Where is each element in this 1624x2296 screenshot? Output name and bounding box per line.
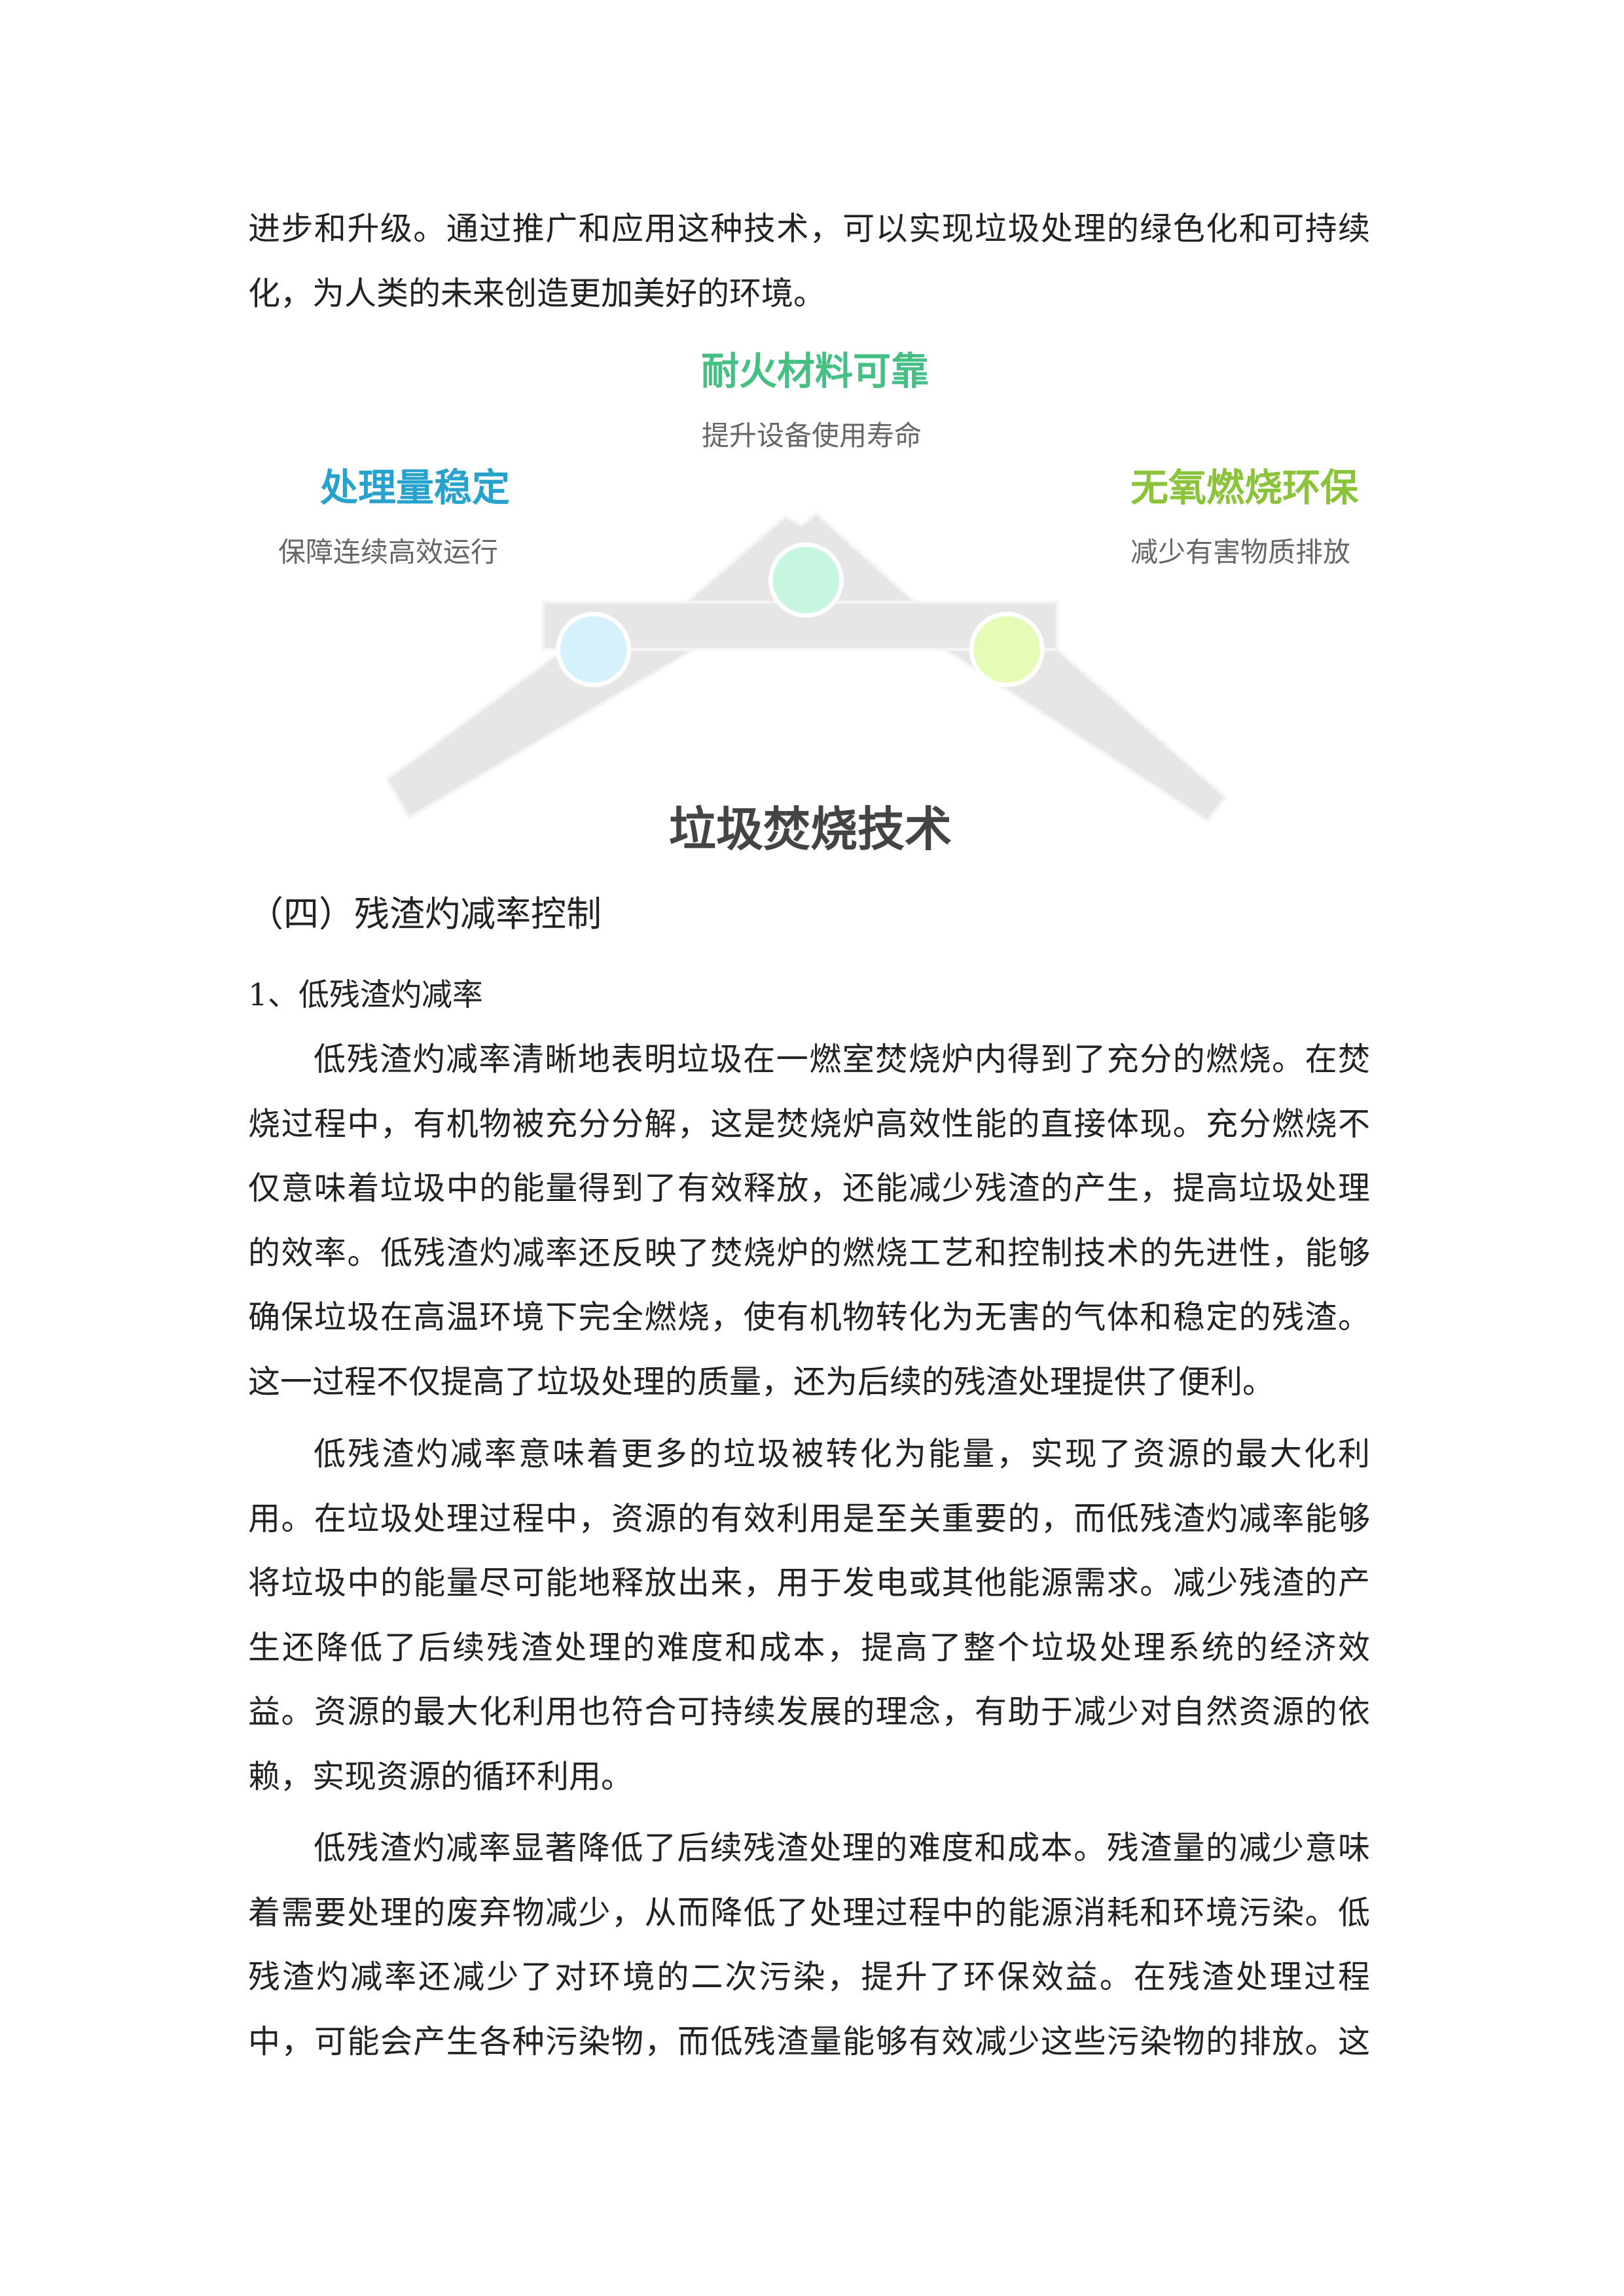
paragraph-line: 将垃圾中的能量尽可能地释放出来，用于发电或其他能源需求。减少残渣的产 xyxy=(248,1564,1370,1602)
diagram-item-title: 处理量稳定 xyxy=(319,465,511,510)
subsection-heading: 1、低残渣灼减率 xyxy=(248,977,483,1013)
section-heading: （四）残渣灼减率控制 xyxy=(248,893,602,935)
paragraph-line: 低残渣灼减率显著降低了后续残渣处理的难度和成本。残渣量的减少意味 xyxy=(314,1829,1370,1867)
paragraph-line: 益。资源的最大化利用也符合可持续发展的理念，有助于减少对自然资源的依 xyxy=(248,1693,1370,1731)
diagram-item-subtitle: 保障连续高效运行 xyxy=(278,536,499,568)
paragraph-line: 低残渣灼减率意味着更多的垃圾被转化为能量，实现了资源的最大化利 xyxy=(314,1435,1370,1473)
intro-line: 进步和升级。通过推广和应用这种技术，可以实现垃圾处理的绿色化和可持续 xyxy=(248,210,1370,247)
diagram-item-subtitle: 提升设备使用寿命 xyxy=(701,420,922,452)
paragraph-line: 的效率。低残渣灼减率还反映了焚烧炉的燃烧工艺和控制技术的先进性，能够 xyxy=(248,1234,1370,1272)
paragraph-line: 低残渣灼减率清晰地表明垃圾在一燃室焚烧炉内得到了充分的燃烧。在焚 xyxy=(314,1041,1370,1078)
diagram-item-title: 无氧燃烧环保 xyxy=(1130,465,1359,510)
diagram-item-subtitle: 减少有害物质排放 xyxy=(1130,536,1351,568)
diagram-left-arm xyxy=(385,648,700,820)
paragraph-line: 中，可能会产生各种污染物，而低残渣量能够有效减少这些污染物的排放。这 xyxy=(248,2022,1370,2060)
intro-line: 化，为人类的未来创造更加美好的环境。 xyxy=(248,275,826,312)
diagram-item-title: 耐火材料可靠 xyxy=(700,349,929,393)
paragraph-line: 确保垃圾在高温环境下完全燃烧，使有机物转化为无害的气体和稳定的残渣。 xyxy=(248,1299,1370,1336)
paragraph-line: 仅意味着垃圾中的能量得到了有效释放，还能减少残渣的产生，提高垃圾处理 xyxy=(248,1170,1370,1207)
paragraph-line: 用。在垃圾处理过程中，资源的有效利用是至关重要的，而低残渣灼减率能够 xyxy=(248,1499,1370,1537)
diagram-center-title: 垃圾焚烧技术 xyxy=(668,802,952,857)
paragraph-line: 赖，实现资源的循环利用。 xyxy=(248,1757,634,1795)
circle-anaerobic xyxy=(969,611,1045,687)
circle-throughput xyxy=(556,611,632,687)
paragraph-line: 残渣灼减率还减少了对环境的二次污染，提升了环保效益。在残渣处理过程 xyxy=(248,1958,1370,1996)
paragraph-line: 烧过程中，有机物被充分分解，这是焚烧炉高效性能的直接体现。充分燃烧不 xyxy=(248,1105,1370,1143)
paragraph-line: 这一过程不仅提高了垃圾处理的质量，还为后续的残渣处理提供了便利。 xyxy=(248,1363,1275,1401)
paragraph-line: 生还降低了后续残渣处理的难度和成本，提高了整个垃圾处理系统的经济效 xyxy=(248,1628,1370,1666)
circle-refractory xyxy=(768,542,844,618)
paragraph-line: 着需要处理的废弃物减少，从而降低了处理过程中的能源消耗和环境污染。低 xyxy=(248,1893,1370,1931)
